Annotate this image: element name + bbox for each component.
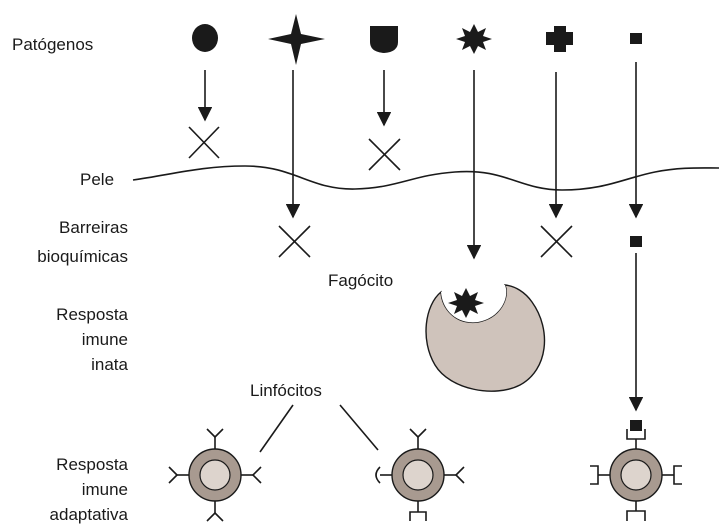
label-resposta-inata-2: imune: [82, 330, 128, 349]
label-resposta-adaptativa-1: Resposta: [56, 455, 128, 474]
lymphocyte-2: [376, 429, 464, 521]
pathogen-small-square-after-barrier: [630, 236, 642, 247]
pointer-lymphocyte-1: [260, 405, 293, 452]
pathogen-circle: [192, 24, 218, 52]
lymphocyte-3: [590, 420, 682, 521]
label-resposta-inata-3: inata: [91, 355, 128, 374]
pathogen-small-square: [630, 33, 642, 44]
skin-line: [133, 166, 719, 190]
label-pele: Pele: [80, 170, 114, 189]
blocked-x-shield: [369, 139, 400, 170]
label-linfocitos: Linfócitos: [250, 381, 322, 400]
label-resposta-adaptativa-2: imune: [82, 480, 128, 499]
blocked-x-cross: [541, 226, 572, 257]
label-bioquimicas: bioquímicas: [37, 247, 128, 266]
blocked-x-circle: [189, 127, 219, 158]
lymphocyte-1: [169, 429, 261, 521]
blocked-x-four-point-star: [279, 226, 310, 257]
pointer-lymphocyte-2: [340, 405, 378, 450]
label-patogenos: Patógenos: [12, 35, 93, 54]
bound-antigen-square: [630, 420, 642, 431]
pathogen-shield: [370, 26, 398, 53]
pathogen-four-point-star: [268, 14, 325, 65]
label-resposta-inata-1: Resposta: [56, 305, 128, 324]
label-fagocito: Fagócito: [328, 271, 393, 290]
pathogen-spiky-star: [456, 24, 492, 54]
label-barreiras: Barreiras: [59, 218, 128, 237]
pathogen-cross: [546, 26, 573, 52]
label-resposta-adaptativa-3: adaptativa: [50, 505, 129, 524]
